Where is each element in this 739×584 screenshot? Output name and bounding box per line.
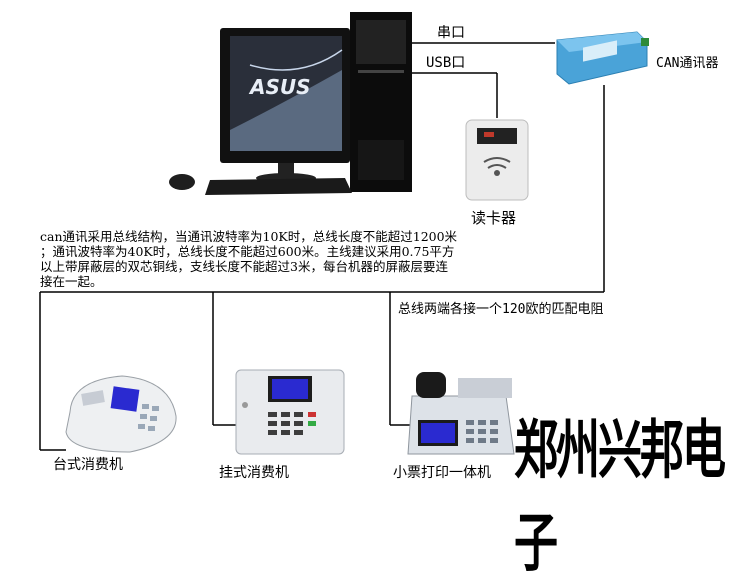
card-reader-label: 读卡器: [471, 209, 517, 227]
card-reader-device: [465, 119, 529, 201]
usb-port-label: USB口: [426, 55, 466, 71]
desktop-terminal-label: 台式消费机: [53, 457, 123, 473]
terminal-resistor-note: 总线两端各接一个120欧的匹配电阻: [398, 302, 604, 317]
can-converter-device: [556, 31, 649, 85]
bus-wiring-note: can通讯采用总线结构，当通讯波特率为10K时，总线长度不能超过1200米 ；通…: [40, 229, 458, 289]
company-brand: 郑州兴邦电子: [514, 413, 726, 581]
serial-port-label: 串口: [437, 25, 465, 41]
can-converter-label: CAN通讯器: [656, 56, 719, 71]
wall-terminal-label: 挂式消费机: [219, 465, 289, 481]
computer-illustration: ASUS: [169, 12, 412, 195]
receipt-printer-device: [407, 372, 515, 455]
desktop-terminal-device: [65, 375, 177, 453]
receipt-printer-label: 小票打印一体机: [393, 465, 491, 481]
monitor-logo: ASUS: [248, 75, 311, 99]
connection-lines: [39, 42, 605, 451]
wall-terminal-device: [235, 369, 345, 455]
